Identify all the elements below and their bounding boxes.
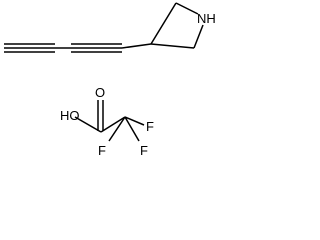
terminal-triple-bond — [4, 43, 55, 53]
internal-triple-bond — [71, 43, 122, 53]
oxygen-label: O — [95, 85, 105, 100]
ring-bond — [175, 2, 199, 15]
azetidine-compound: NH — [4, 2, 216, 53]
single-bond — [74, 116, 102, 133]
structure-drawing: NH HO O F F F — [4, 2, 216, 158]
ring-bond — [150, 43, 195, 49]
fluorine-label-bottom-right: F — [140, 143, 148, 158]
hydroxyl-label: HO — [60, 108, 80, 123]
ring-bond — [150, 2, 177, 45]
single-bond — [100, 116, 126, 133]
nitrogen-label: NH — [197, 11, 216, 26]
cf-bond — [124, 116, 140, 142]
cf-bond — [124, 116, 145, 126]
fluorine-label-right: F — [146, 119, 154, 134]
cf-bond — [108, 116, 126, 142]
azetidine-ring — [150, 2, 204, 49]
ring-bond — [193, 24, 204, 49]
fluorine-label-bottom-left: F — [98, 143, 106, 158]
chemical-structure-canvas: NH HO O F F F — [4, 2, 216, 158]
carbonyl-double-bond — [97, 100, 104, 131]
single-bond — [121, 43, 152, 49]
trifluoroacetic-acid: HO O F F F — [60, 85, 154, 158]
